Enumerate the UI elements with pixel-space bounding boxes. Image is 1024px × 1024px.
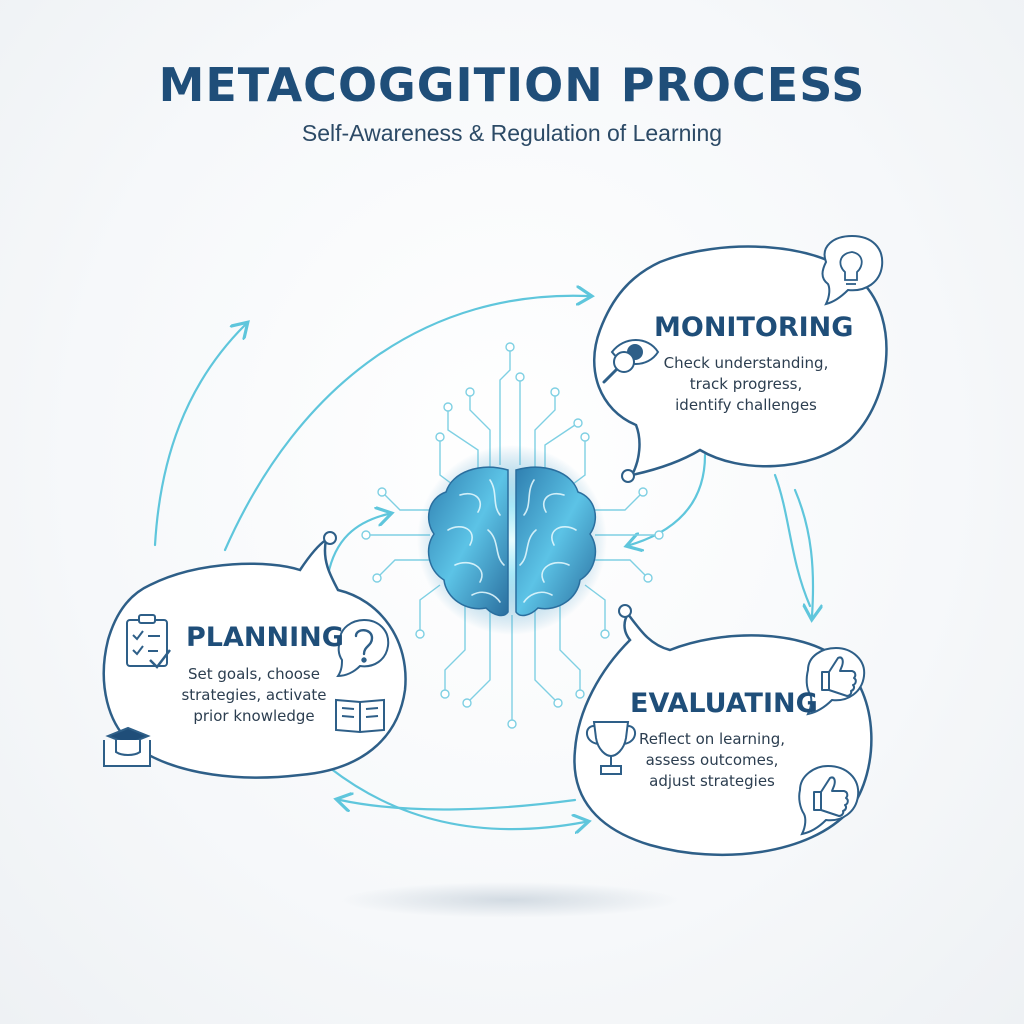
thumbs-up-bubble-bottom: [798, 764, 860, 836]
monitoring-line: identify challenges: [675, 396, 817, 414]
evaluating-line: assess outcomes,: [645, 751, 779, 769]
arrow-planning-to-brain: [326, 514, 388, 577]
evaluating-line: Reflect on learning,: [639, 730, 785, 748]
brain-icon: [417, 445, 607, 635]
checklist-icon: [126, 614, 171, 669]
evaluating-line: adjust strategies: [649, 772, 775, 790]
planning-description: Set goals, choose strategies, activate p…: [164, 664, 344, 727]
monitoring-title: MONITORING: [654, 312, 854, 343]
ground-shadow: [340, 882, 680, 918]
lightbulb-icon: [839, 251, 863, 285]
planning-bubble: [102, 531, 407, 779]
graduation-cap-icon: [103, 726, 151, 767]
monitoring-description: Check understanding, track progress, ide…: [646, 353, 846, 416]
evaluating-description: Reflect on learning, assess outcomes, ad…: [622, 729, 802, 792]
thumbs-up-icon: [813, 776, 849, 817]
planning-line: Set goals, choose: [188, 665, 320, 683]
thumbs-up-icon: [821, 656, 857, 697]
lightbulb-bubble: [821, 234, 884, 306]
arrow-outer-left: [153, 325, 245, 547]
evaluating-bubble: [573, 604, 873, 857]
question-bubble: [336, 618, 390, 678]
evaluating-title: EVALUATING: [630, 688, 818, 719]
thumbs-up-bubble-top: [805, 646, 866, 716]
planning-line: prior knowledge: [193, 707, 315, 725]
planning-line: strategies, activate: [181, 686, 327, 704]
cycle-arrows: [153, 296, 813, 829]
arrow-monitoring-to-brain: [630, 453, 707, 545]
arrow-right-down: [793, 488, 813, 616]
arrow-outer-top: [223, 296, 588, 552]
book-icon: [335, 698, 385, 734]
circuit-nodes: [361, 342, 664, 729]
arrow-bottom-right: [328, 766, 585, 829]
eye-magnifier-icon: [602, 339, 660, 384]
question-icon: [354, 629, 374, 663]
arrow-bottom-left: [340, 800, 577, 809]
planning-title: PLANNING: [186, 622, 344, 653]
arrow-right-inner: [773, 473, 812, 608]
monitoring-line: track progress,: [689, 375, 803, 393]
trophy-icon: [586, 721, 636, 775]
page-subtitle: Self-Awareness & Regulation of Learning: [301, 120, 723, 146]
monitoring-line: Check understanding,: [663, 354, 829, 372]
page-title: METACOGGITION PROCESS: [158, 58, 866, 112]
